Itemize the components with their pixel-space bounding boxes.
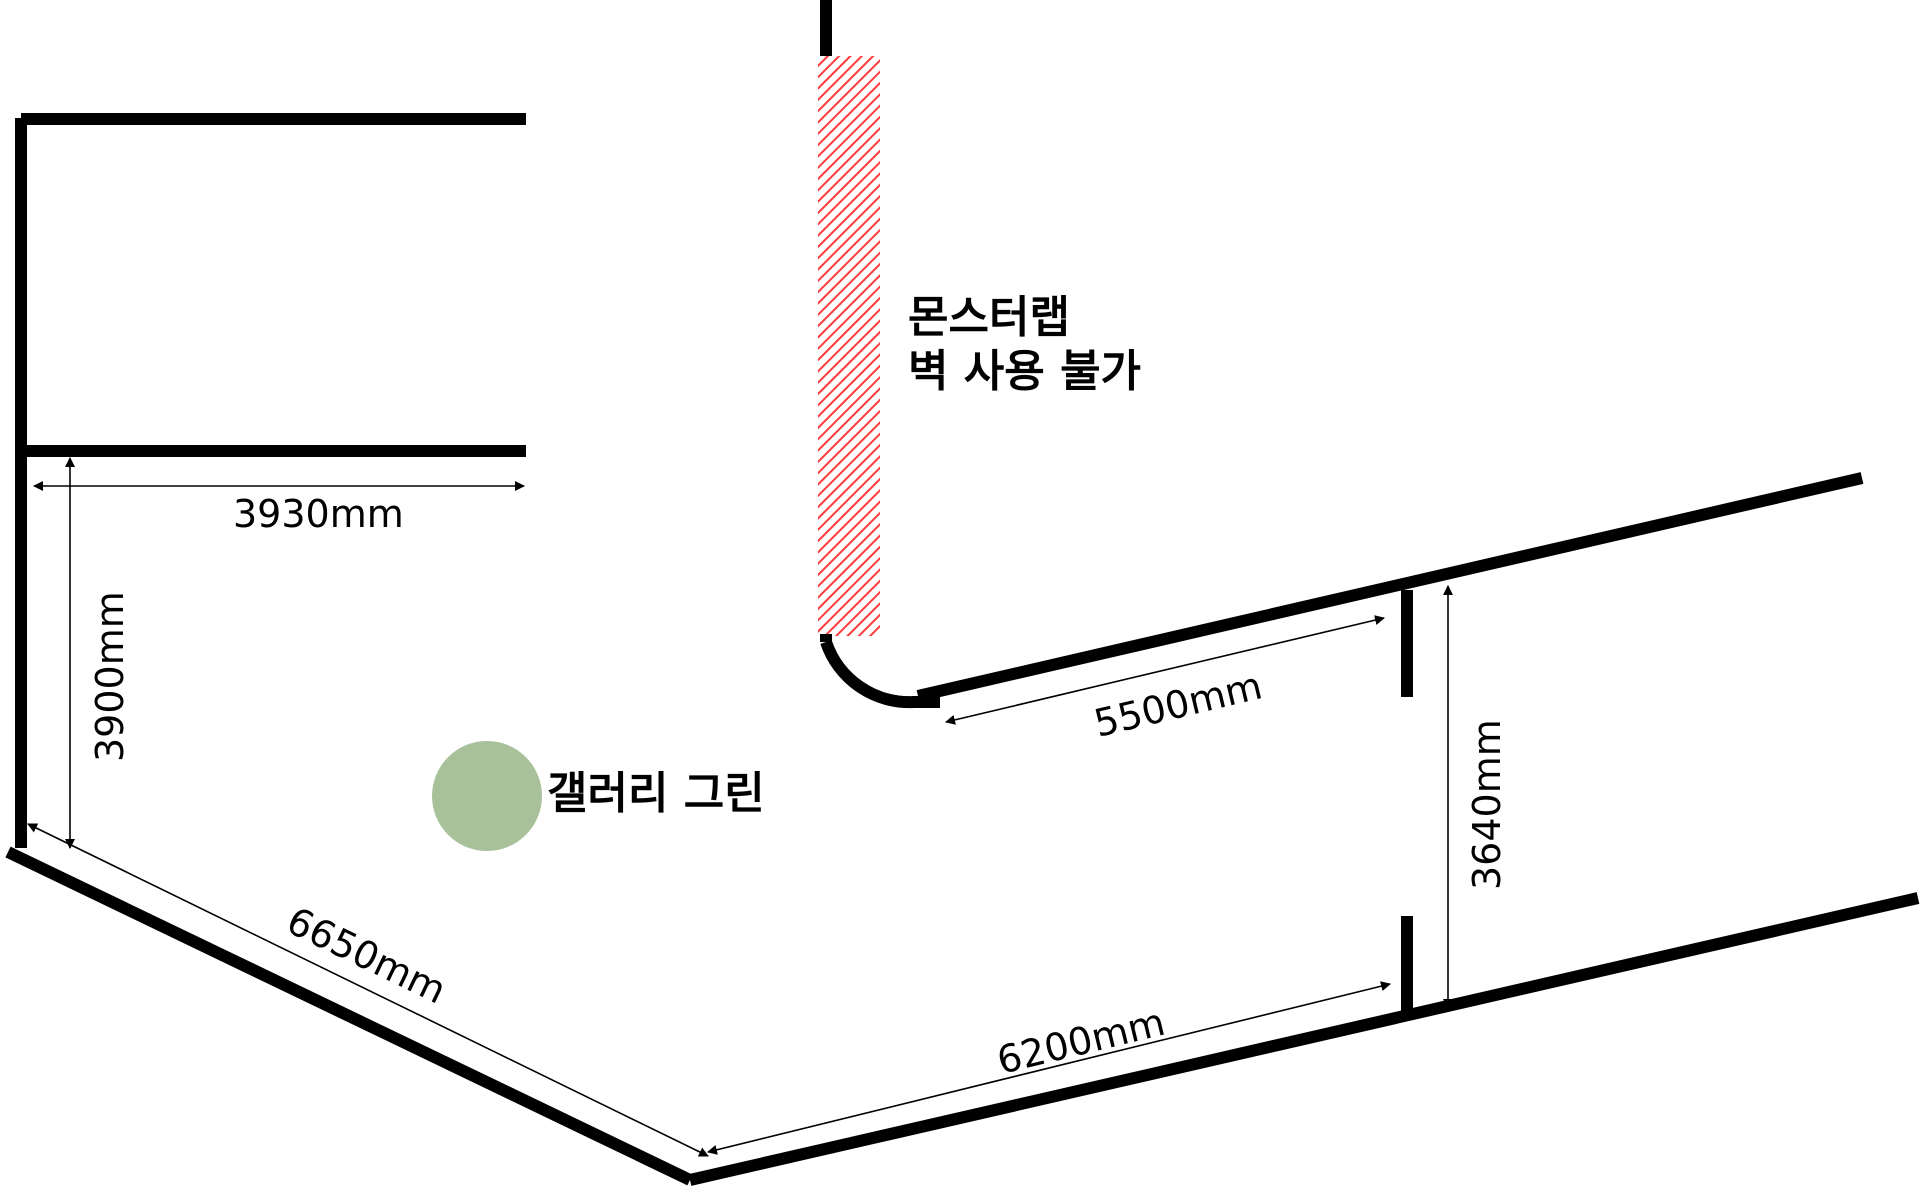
- dimension-line-bottom-right: [707, 981, 1391, 1155]
- dimension-left-height: 3900mm: [88, 591, 132, 762]
- restricted-wall-label-line1: 몬스터랩: [908, 292, 1070, 343]
- tree-label: 갤러리 그린: [547, 768, 765, 819]
- wall-upper-right-diagonal: [916, 472, 1864, 702]
- dimension-upper-width: 3930mm: [233, 492, 404, 536]
- dimension-line-upper-right: [945, 615, 1385, 725]
- dimension-line-diagonal-left: [27, 823, 709, 1157]
- restricted-wall-hatch: [818, 56, 880, 636]
- wall-rounded-corner: [820, 639, 940, 709]
- dimension-upper-right: 5500mm: [1090, 663, 1266, 745]
- wall-bottom-left-diagonal: [5, 846, 693, 1186]
- restricted-wall-label-line2: 벽 사용 불가: [908, 346, 1141, 397]
- wall-bottom-right-diagonal: [688, 892, 1920, 1186]
- dimension-opening-height: 3640mm: [1465, 719, 1509, 890]
- tree-circle: [432, 741, 542, 851]
